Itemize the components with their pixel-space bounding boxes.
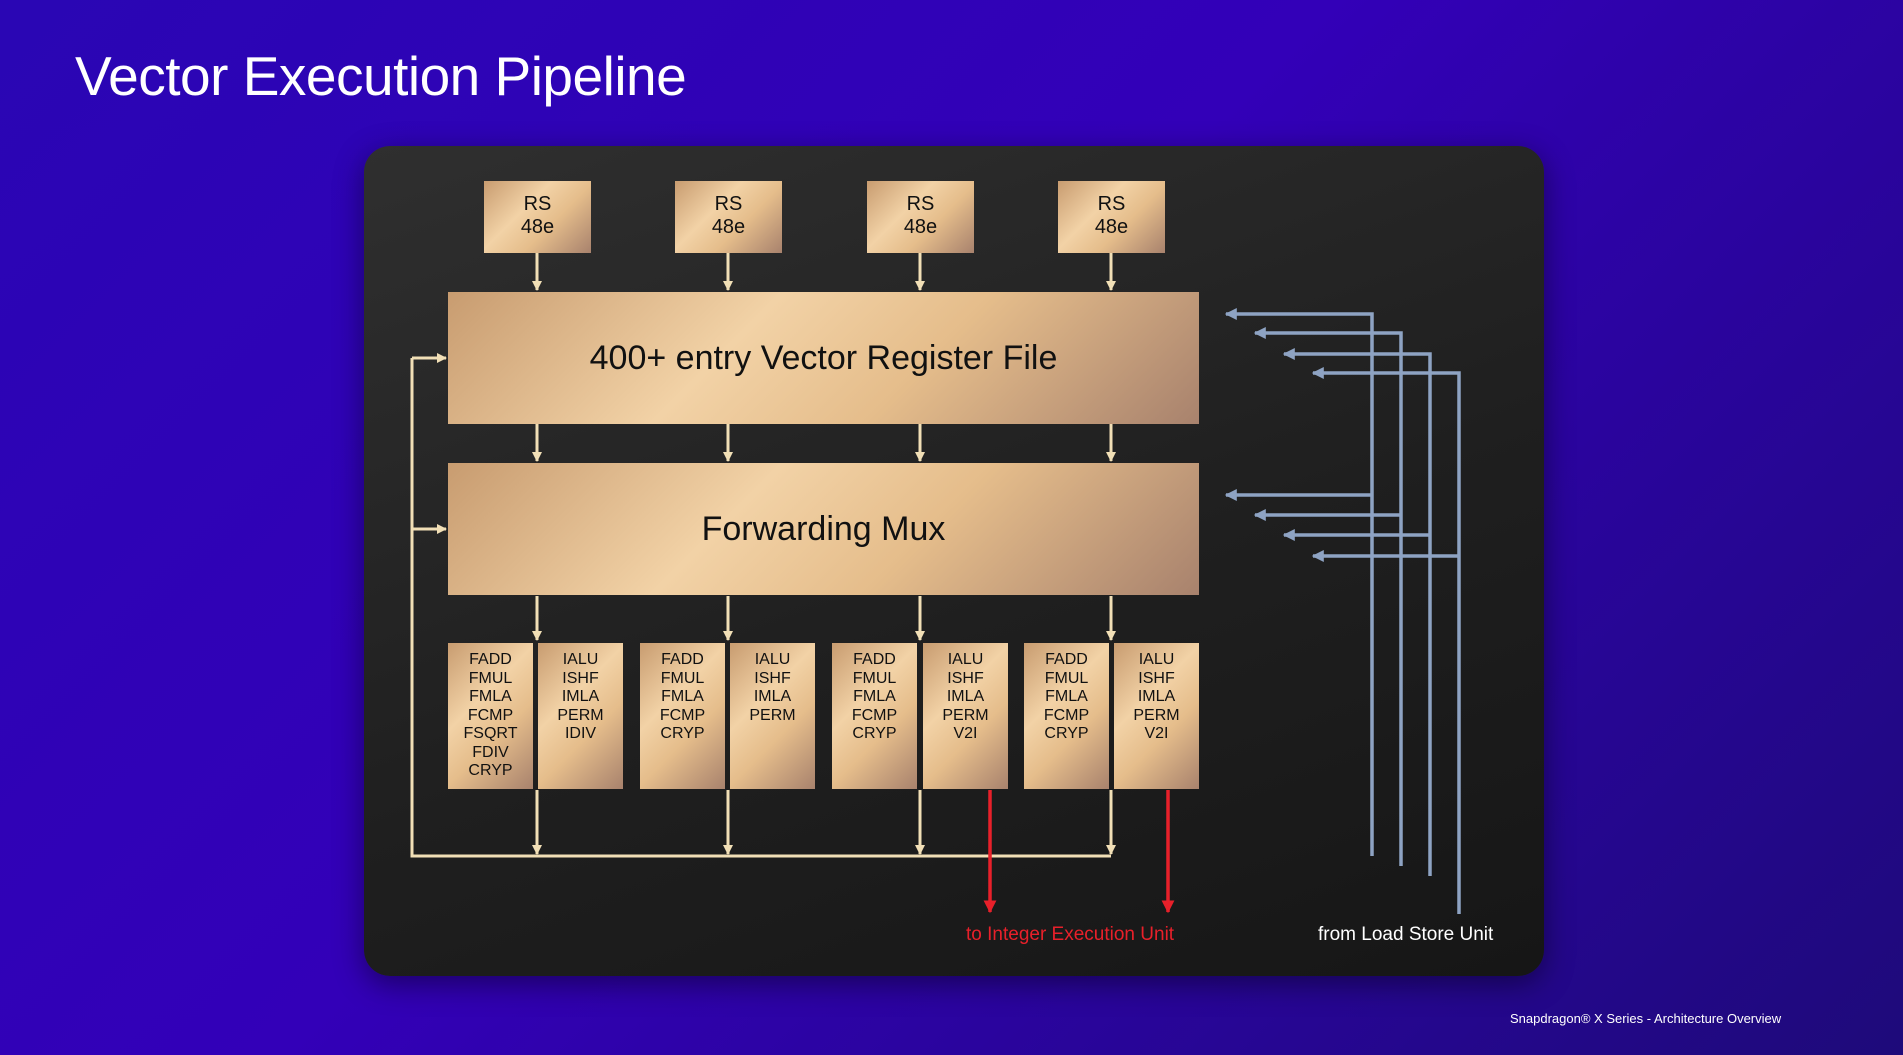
op: IMLA: [1137, 688, 1176, 705]
op: FMLA: [661, 688, 704, 705]
op: PERM: [749, 706, 796, 724]
vector-register-file: 400+ entry Vector Register File: [448, 292, 1199, 424]
to-integer-arrows: [983, 790, 1175, 914]
exec-unit-fp-2: FADD FMUL FMLA FCMP CRYP: [640, 643, 725, 789]
rs-entries: 48e: [903, 216, 938, 238]
from-load-store-label: from Load Store Unit: [1318, 924, 1494, 945]
op: IMLA: [561, 688, 600, 705]
op: FADD: [853, 651, 896, 668]
op: FMUL: [660, 669, 705, 687]
reservation-station-1: RS 48e: [484, 181, 591, 253]
exec-unit-fp-1: FADD FMUL FMLA FCMP FSQRT FDIV CRYP: [448, 643, 533, 789]
writeback-bus: [410, 358, 1111, 858]
rs-name: RS: [714, 193, 743, 215]
op: FMLA: [853, 688, 896, 705]
rs-name: RS: [523, 193, 552, 215]
to-integer-label: to Integer Execution Unit: [966, 924, 1175, 945]
footer-caption: Snapdragon® X Series - Architecture Over…: [1510, 1011, 1782, 1026]
op: CRYP: [1044, 725, 1089, 742]
op: CRYP: [660, 725, 705, 742]
op: FSQRT: [463, 725, 518, 742]
op: FMLA: [469, 688, 512, 705]
units-to-bus-arrows: [532, 790, 1116, 855]
op: IALU: [754, 651, 791, 668]
op: PERM: [557, 706, 604, 724]
op: ISHF: [1138, 669, 1175, 687]
op: CRYP: [468, 762, 513, 779]
op: IDIV: [564, 725, 597, 742]
op: FMUL: [468, 669, 513, 687]
op: FCMP: [467, 706, 514, 724]
exec-unit-fp-3: FADD FMUL FMLA FCMP CRYP: [832, 643, 917, 789]
op: IMLA: [946, 688, 985, 705]
op: FCMP: [659, 706, 706, 724]
op: IALU: [562, 651, 599, 668]
slide-title: Vector Execution Pipeline: [75, 45, 687, 107]
rs-entries: 48e: [1094, 216, 1129, 238]
op: FMLA: [1045, 688, 1088, 705]
op: V2I: [953, 725, 978, 742]
op: FADD: [661, 651, 704, 668]
rs-entries: 48e: [520, 216, 555, 238]
op: FCMP: [851, 706, 898, 724]
exec-unit-int-1: IALU ISHF IMLA PERM IDIV: [538, 643, 623, 789]
reservation-station-4: RS 48e: [1058, 181, 1165, 253]
op: ISHF: [562, 669, 599, 687]
exec-unit-int-2: IALU ISHF IMLA PERM: [730, 643, 815, 789]
reservation-station-2: RS 48e: [675, 181, 782, 253]
op: ISHF: [947, 669, 984, 687]
bus-feedback-arrows: [412, 353, 447, 534]
rs-name: RS: [906, 193, 935, 215]
op: FADD: [1045, 651, 1088, 668]
rs-name: RS: [1097, 193, 1126, 215]
op: FCMP: [1043, 706, 1090, 724]
exec-unit-int-3: IALU ISHF IMLA PERM V2I: [923, 643, 1008, 789]
mux-to-units-arrows: [532, 596, 1116, 641]
op: FADD: [469, 651, 512, 668]
op: CRYP: [852, 725, 897, 742]
op: PERM: [1133, 706, 1180, 724]
op: PERM: [942, 706, 989, 724]
op: FMUL: [852, 669, 897, 687]
regfile-to-mux-arrows: [532, 424, 1116, 462]
load-store-lines: [1224, 308, 1461, 914]
rs-to-regfile-arrows: [532, 253, 1116, 291]
op: IALU: [947, 651, 984, 668]
exec-unit-int-4: IALU ISHF IMLA PERM V2I: [1114, 643, 1199, 789]
exec-unit-fp-4: FADD FMUL FMLA FCMP CRYP: [1024, 643, 1109, 789]
reservation-station-3: RS 48e: [867, 181, 974, 253]
op: FDIV: [472, 743, 509, 761]
op: V2I: [1144, 725, 1169, 742]
forwarding-mux: Forwarding Mux: [448, 463, 1199, 595]
op: FMUL: [1044, 669, 1089, 687]
rs-entries: 48e: [711, 216, 746, 238]
op: IALU: [1138, 651, 1175, 668]
op: ISHF: [754, 669, 791, 687]
op: IMLA: [753, 688, 792, 705]
